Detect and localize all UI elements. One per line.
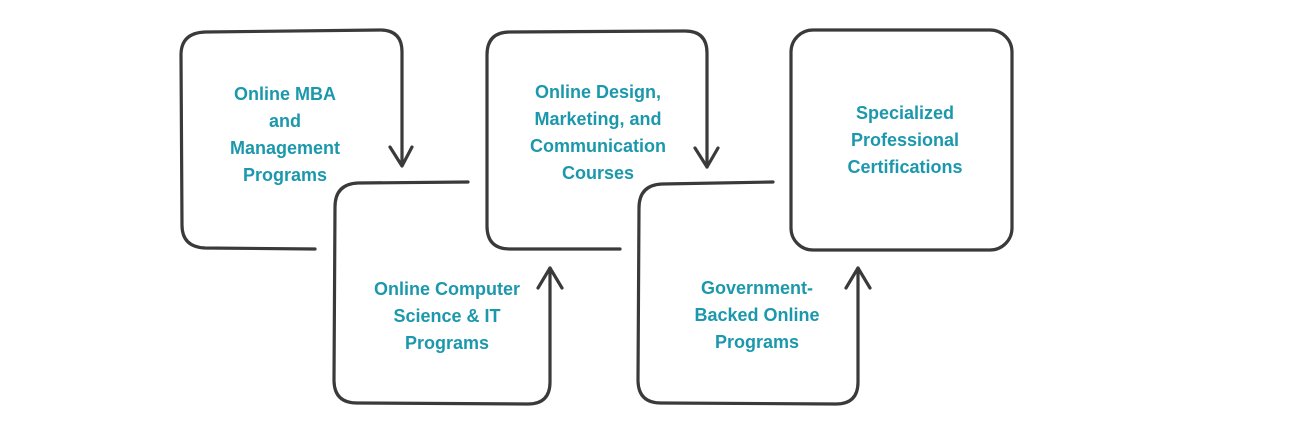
label-line: Programs	[404, 333, 490, 353]
label-line: Professional	[850, 130, 960, 150]
label-line: Courses	[561, 163, 635, 183]
label-line: Management	[229, 138, 341, 158]
label-line: Marketing, and	[534, 109, 662, 129]
arrowhead-down-1	[388, 145, 414, 168]
label-line: Specialized	[855, 103, 955, 123]
label-line: Science & IT	[393, 306, 501, 326]
step-2-frame-arrow	[332, 180, 552, 406]
step-2-label: Online Computer Science & IT Programs	[374, 276, 520, 357]
label-line: Online Computer	[373, 279, 521, 299]
step-3-label: Online Design, Marketing, and Communicat…	[530, 79, 666, 187]
label-line: Communication	[529, 136, 667, 156]
step-5-frame	[789, 28, 1014, 252]
label-line: Programs	[714, 332, 800, 352]
step-3-frame-arrow	[485, 29, 709, 251]
step-4-frame-arrow	[636, 180, 860, 406]
label-line: Online Design,	[534, 82, 662, 102]
step-1-frame-arrow	[179, 28, 404, 251]
label-line: and	[268, 111, 301, 131]
label-line: Programs	[242, 165, 328, 185]
label-line: Certifications	[847, 157, 963, 177]
step-5-label: Specialized Professional Certifications	[847, 100, 962, 181]
step-4-label: Government- Backed Online Programs	[694, 275, 819, 356]
label-line: Government-	[700, 278, 814, 298]
arrowhead-up-4	[844, 266, 872, 290]
label-line: Backed Online	[694, 305, 820, 325]
step-1-label: Online MBA and Management Programs	[230, 81, 340, 189]
label-line: Online MBA	[234, 84, 336, 104]
arrowhead-up-2	[536, 266, 564, 290]
arrowhead-down-3	[693, 146, 720, 169]
